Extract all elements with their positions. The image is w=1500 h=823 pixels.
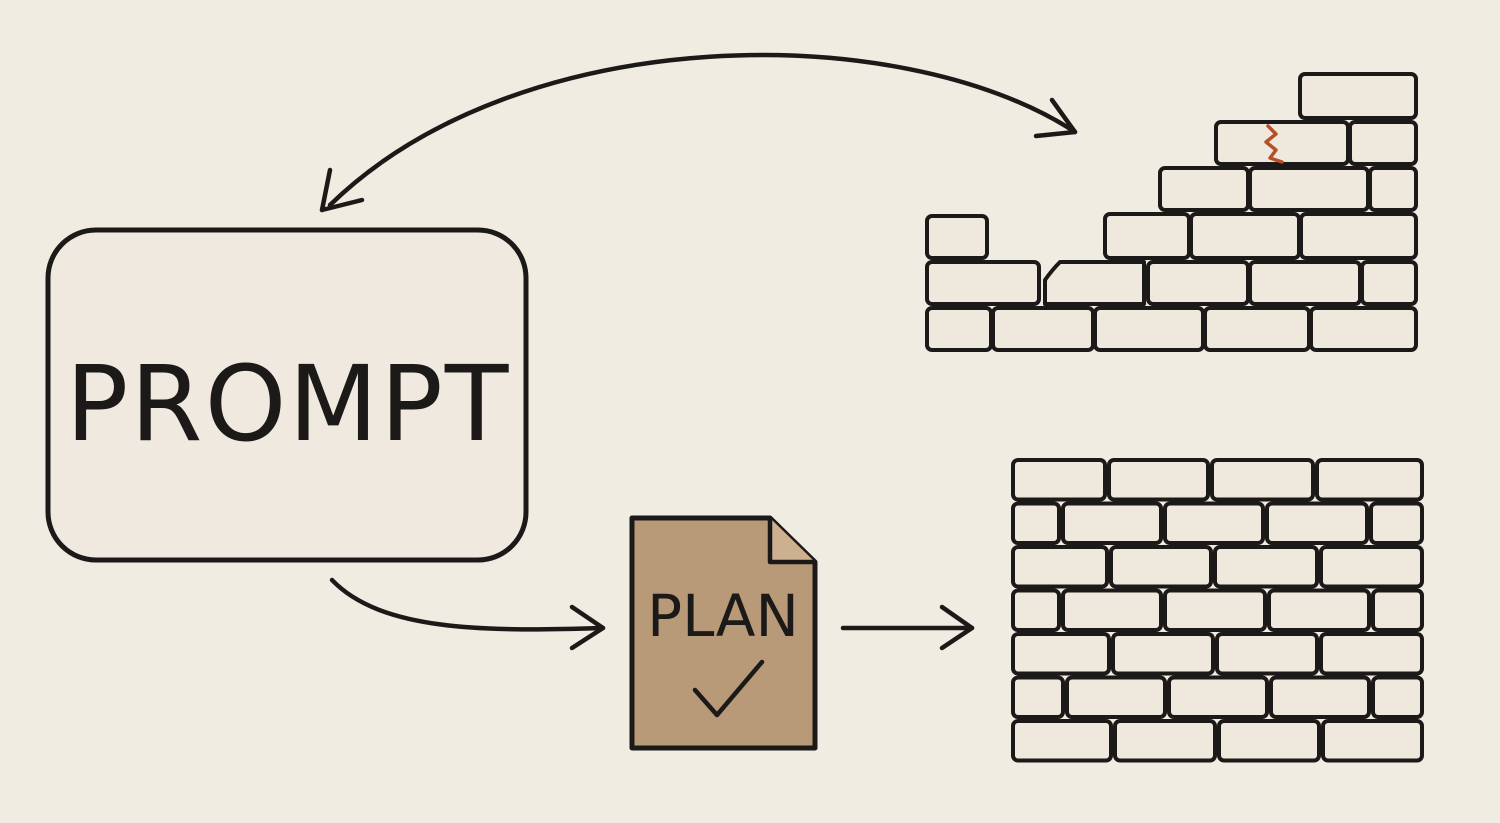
- brick: [1163, 588, 1267, 632]
- brick: [1011, 675, 1065, 719]
- brick: [1061, 588, 1163, 632]
- brick: [1011, 545, 1109, 589]
- brick: [1065, 675, 1167, 719]
- brick: [1011, 719, 1113, 763]
- brick: [1011, 458, 1107, 502]
- crack-icon: [1264, 124, 1284, 164]
- brick: [1319, 632, 1424, 676]
- plan-to-wall-arrow: [840, 604, 975, 651]
- brick: [1267, 588, 1371, 632]
- brick: [1369, 501, 1424, 545]
- checkmark-icon: [692, 659, 765, 718]
- brick: [1210, 458, 1315, 502]
- brick: [1319, 545, 1424, 589]
- brick: [1167, 675, 1269, 719]
- brick: [1107, 458, 1210, 502]
- prompt-box: PROMPT: [45, 227, 529, 563]
- prompt-to-plan-arrow: [329, 577, 606, 651]
- brick: [1371, 588, 1424, 632]
- brick: [1265, 501, 1369, 545]
- brick: [1011, 632, 1111, 676]
- solid-wall: [1011, 458, 1424, 763]
- brick: [1111, 632, 1215, 676]
- brick: [1011, 588, 1061, 632]
- brick: [1113, 719, 1217, 763]
- plan-document: PLAN: [629, 515, 818, 751]
- brick: [1011, 501, 1061, 545]
- brick: [1269, 675, 1371, 719]
- feedback-arc-arrow: [319, 52, 1078, 213]
- brick: [1315, 458, 1424, 502]
- brick: [1371, 675, 1424, 719]
- brick: [1215, 632, 1319, 676]
- broken-wall: [925, 72, 1418, 352]
- brick: [1163, 501, 1265, 545]
- brick: [1217, 719, 1321, 763]
- brick: [1061, 501, 1163, 545]
- plan-label: PLAN: [647, 582, 799, 650]
- brick: [1213, 545, 1319, 589]
- brick: [1321, 719, 1424, 763]
- prompt-label: PROMPT: [66, 343, 511, 465]
- brick: [1109, 545, 1213, 589]
